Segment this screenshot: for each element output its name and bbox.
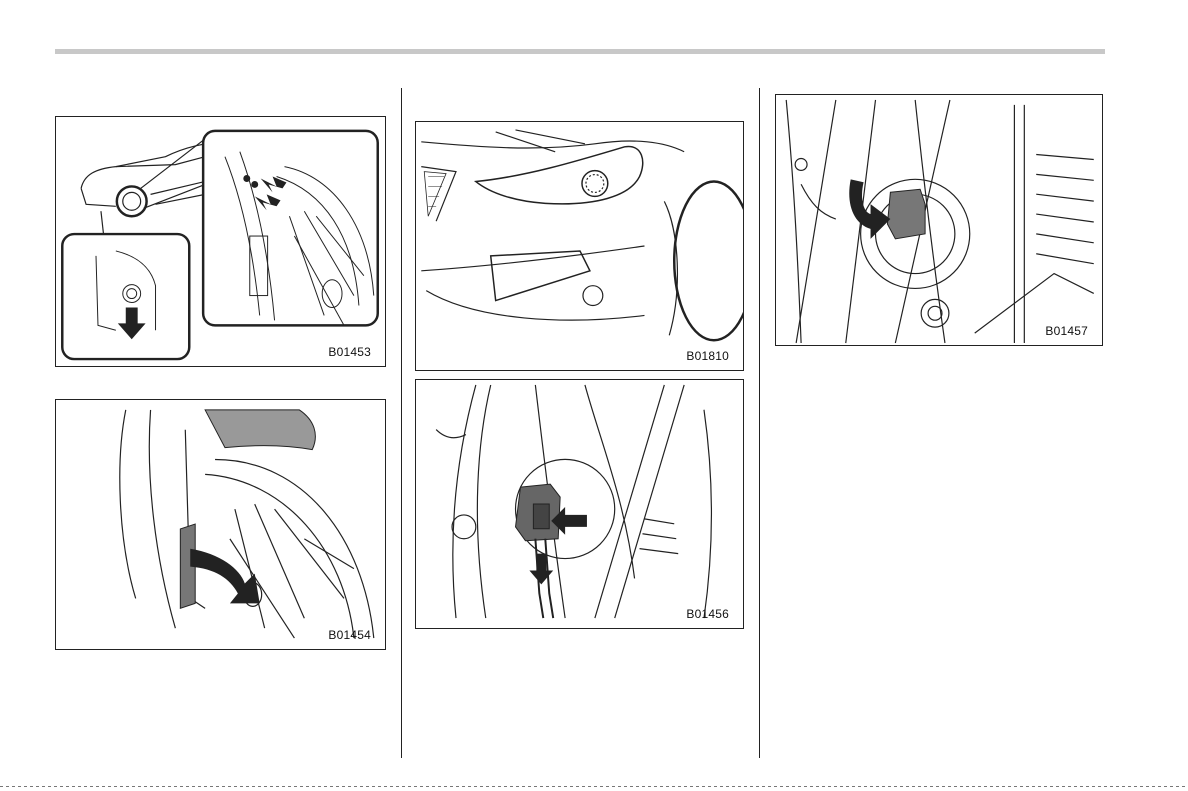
- figure-code: B01454: [328, 628, 371, 642]
- page-bottom-edge: [0, 786, 1188, 787]
- figure-code: B01457: [1045, 324, 1088, 338]
- bulb-turn-illustration: [776, 95, 1102, 345]
- header-rule: [55, 49, 1105, 54]
- figure-bulb-turn: B01457: [775, 94, 1103, 346]
- front-bumper-illustration: [416, 122, 743, 370]
- figure-fender-liner: B01454: [55, 399, 386, 650]
- wheel-clip-illustration: [56, 117, 385, 366]
- figure-wheel-clip: B01453: [55, 116, 386, 367]
- fender-liner-illustration: [56, 400, 385, 649]
- figure-code: B01810: [686, 349, 729, 363]
- column-divider-1: [401, 88, 402, 758]
- figure-code: B01453: [328, 345, 371, 359]
- figure-connector: B01456: [415, 379, 744, 629]
- figure-front-bumper: B01810: [415, 121, 744, 371]
- connector-illustration: [416, 380, 743, 628]
- column-divider-2: [759, 88, 760, 758]
- figure-code: B01456: [686, 607, 729, 621]
